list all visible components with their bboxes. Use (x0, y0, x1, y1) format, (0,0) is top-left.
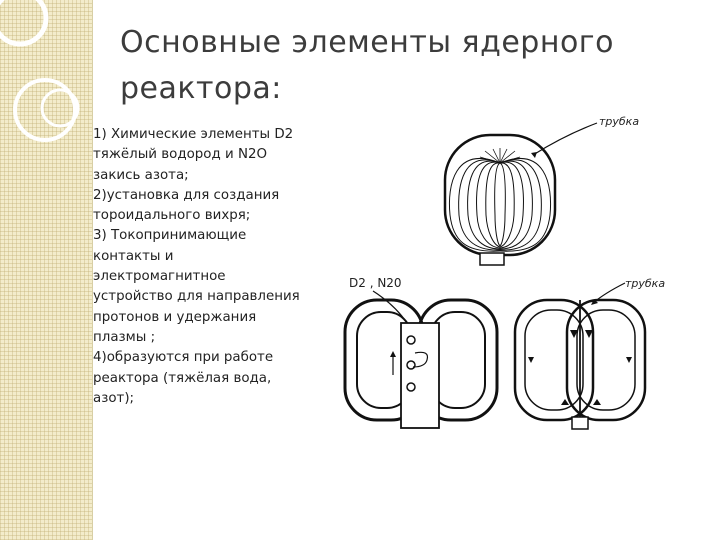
decorative-side-band (0, 0, 92, 540)
gas-label: D2 , N20 (349, 276, 402, 290)
list-line: реактора (тяжёлая вода, (93, 370, 272, 386)
title-line: Основные элементы ядерного (120, 25, 614, 60)
list-line: азот); (93, 390, 135, 406)
list-line: протонов и удержания (93, 309, 257, 325)
reactor-diagram: трубка D2 , N20 трубка (343, 115, 665, 430)
list-line: 3) Токопринимающие (93, 228, 247, 244)
band-divider (92, 0, 93, 540)
coil-winding-drawing: трубка (443, 115, 639, 266)
element-list: 1) Химические элементы D2 тяжёлый водоро… (93, 125, 325, 409)
list-line: закись азота; (93, 167, 189, 183)
toroid-right-drawing: трубка (513, 277, 665, 430)
tube-label-right: трубка (625, 277, 665, 290)
list-line: тяжёлый водород и N2O (93, 147, 268, 163)
list-line: 2)установка для создания (93, 187, 280, 203)
list-line: контакты и (93, 248, 174, 264)
toroid-left-drawing: D2 , N20 (343, 276, 499, 429)
decorative-circles-icon (0, 0, 80, 142)
slide-title: Основные элементы ядерного реактора: (120, 20, 700, 112)
list-line: плазмы ; (93, 329, 156, 345)
list-line: электромагнитное (93, 269, 226, 285)
tube-label-top: трубка (599, 115, 639, 128)
list-line: тороидального вихря; (93, 208, 251, 224)
list-line: 1) Химические элементы D2 (93, 127, 294, 142)
title-line: реактора: (120, 71, 282, 106)
list-line: 4)образуются при работе (93, 350, 274, 366)
list-line: устройство для направления (93, 289, 300, 305)
